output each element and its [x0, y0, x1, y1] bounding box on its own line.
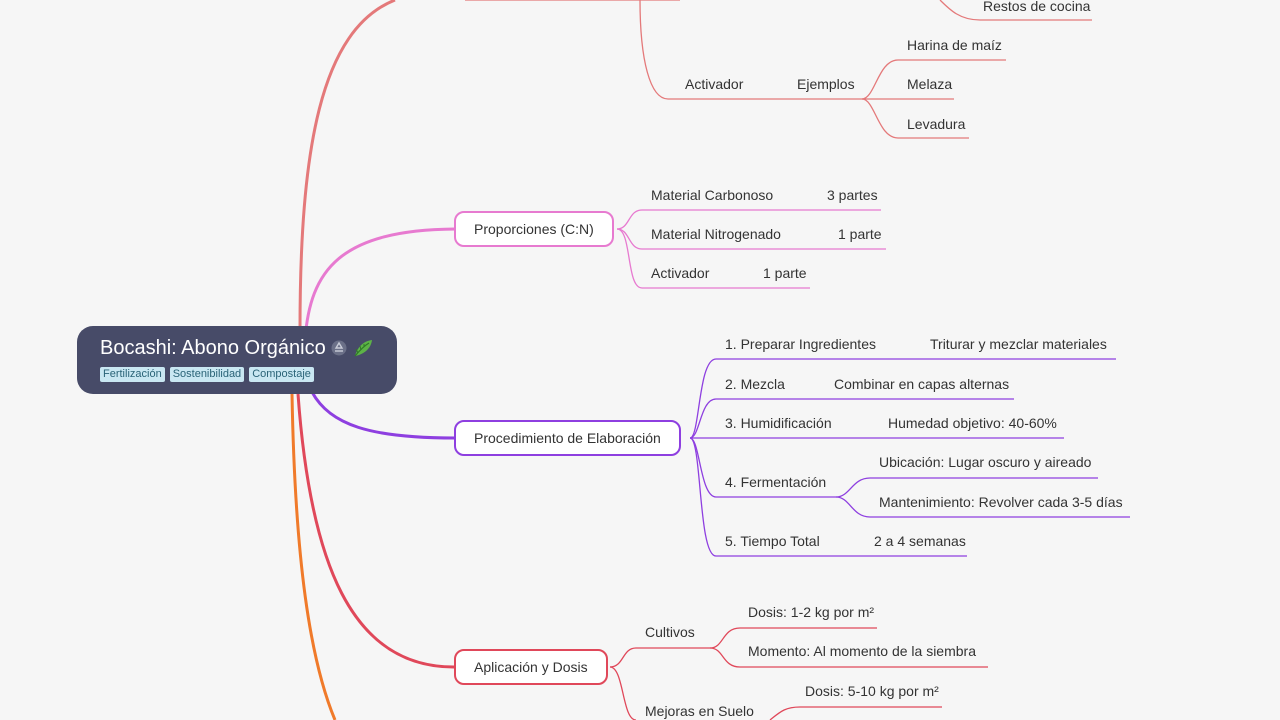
step-4-detail-1: Ubicación: Lugar oscuro y aireado: [879, 454, 1092, 470]
tag-fertilizacion[interactable]: Fertilización: [100, 367, 165, 382]
cultivos-item-2: Momento: Al momento de la siembra: [748, 643, 976, 659]
prop-item-3-value: 1 parte: [763, 265, 807, 281]
example-item-1: Harina de maíz: [907, 37, 1002, 53]
topic-proporciones[interactable]: Proporciones (C:N): [454, 211, 614, 247]
step-5-detail: 2 a 4 semanas: [874, 533, 966, 549]
cultivos-item-1: Dosis: 1-2 kg por m²: [748, 604, 875, 620]
step-2-detail: Combinar en capas alternas: [834, 376, 1010, 392]
restos-label: Restos de cocina: [983, 0, 1091, 14]
prop-item-1-name: Material Carbonoso: [651, 187, 774, 203]
ejemplos-label: Ejemplos: [797, 76, 855, 92]
prop-item-3-name: Activador: [651, 265, 710, 281]
step-5-name: 5. Tiempo Total: [725, 533, 820, 549]
suelo-item-1: Dosis: 5-10 kg por m²: [805, 683, 939, 699]
tag-compostaje[interactable]: Compostaje: [249, 367, 314, 382]
recycle-icon: [330, 339, 348, 357]
step-3-detail: Humedad objetivo: 40-60%: [888, 415, 1057, 431]
step-1-detail: Triturar y mezclar materiales: [930, 336, 1107, 352]
prop-item-1-value: 3 partes: [827, 187, 878, 203]
step-2-name: 2. Mezcla: [725, 376, 785, 392]
example-item-2: Melaza: [907, 76, 953, 92]
root-title: Bocashi: Abono Orgánico: [100, 337, 326, 359]
branch-proporciones: [303, 227, 456, 341]
step-4-detail-2: Mantenimiento: Revolver cada 3-5 días: [879, 494, 1123, 510]
topic-proporciones-label: Proporciones (C:N): [474, 221, 594, 237]
topic-procedimiento-label: Procedimiento de Elaboración: [474, 430, 661, 446]
branch-procedimiento: [310, 391, 456, 440]
step-3-name: 3. Humidificación: [725, 415, 832, 431]
branch-bottom: [290, 393, 337, 720]
suelo-label: Mejoras en Suelo: [645, 703, 754, 719]
cultivos-label: Cultivos: [645, 624, 695, 640]
topic-aplicacion[interactable]: Aplicación y Dosis: [454, 649, 608, 685]
step-4-name: 4. Fermentación: [725, 474, 827, 490]
activador-label: Activador: [685, 76, 744, 92]
leaf-icon: [352, 338, 374, 358]
prop-item-2-value: 1 parte: [838, 226, 882, 242]
topic-procedimiento[interactable]: Procedimiento de Elaboración: [454, 420, 681, 456]
prop-item-2-name: Material Nitrogenado: [651, 226, 781, 242]
root-topic[interactable]: Bocashi: Abono Orgánico Fertilización So…: [77, 326, 397, 394]
step-1-name: 1. Preparar Ingredientes: [725, 336, 876, 352]
branch-top: [298, 0, 396, 331]
branch-aplicacion: [296, 393, 456, 669]
topic-aplicacion-label: Aplicación y Dosis: [474, 659, 588, 675]
example-item-3: Levadura: [907, 116, 966, 132]
tag-sostenibilidad[interactable]: Sostenibilidad: [169, 367, 245, 382]
